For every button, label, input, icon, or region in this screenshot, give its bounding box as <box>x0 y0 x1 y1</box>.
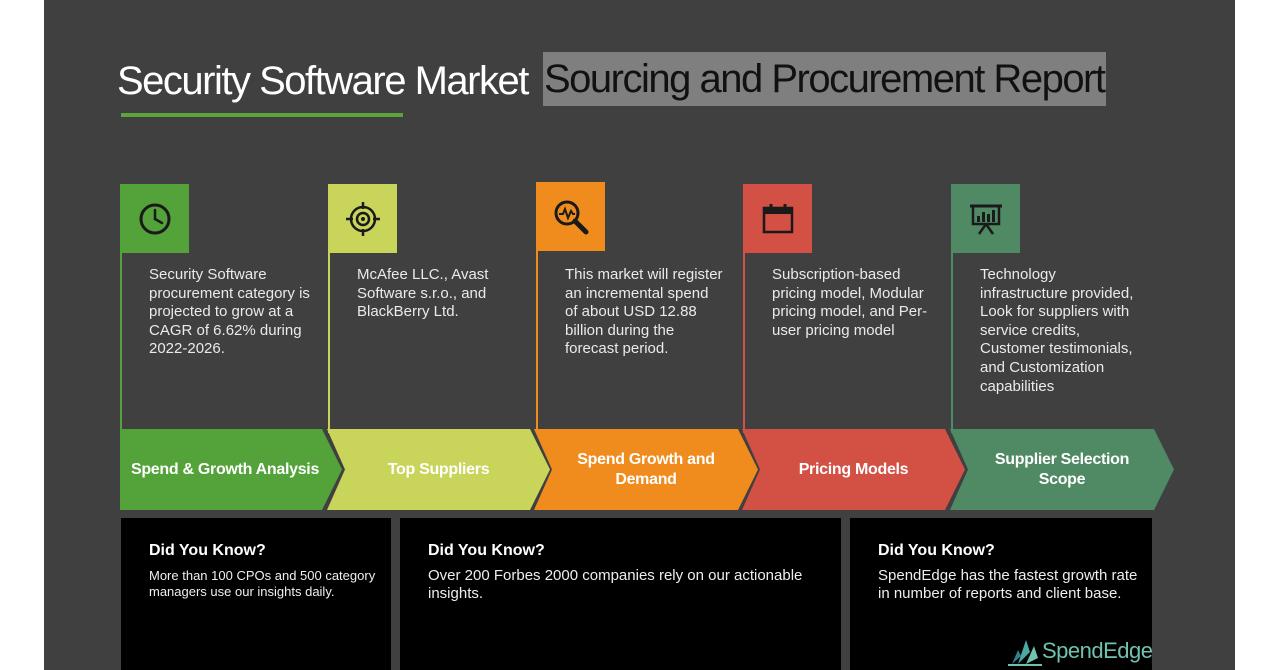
chevron-pricing-models: Pricing Models <box>742 429 965 510</box>
calendar-icon <box>743 184 812 253</box>
chevron-spend-growth-demand: Spend Growth and Demand <box>534 429 758 510</box>
chevron-label: Spend & Growth Analysis <box>130 460 320 478</box>
chevron-spend-growth-analysis: Spend & Growth Analysis <box>120 429 342 510</box>
column-connector-line <box>743 253 745 433</box>
spendedge-logo: SpendEdge <box>1008 636 1153 666</box>
fact-heading: Did You Know? <box>878 542 995 559</box>
column-connector-line <box>536 251 538 433</box>
fact-heading: Did You Know? <box>428 542 545 559</box>
clock-icon <box>120 184 189 253</box>
report-title: Security Software Market <box>117 59 529 103</box>
column-connector-line <box>951 253 953 433</box>
chevron-label: Top Suppliers <box>387 460 490 478</box>
magnifier-chart-icon <box>536 182 605 251</box>
column-connector-line <box>328 253 330 433</box>
infographic: Security Software Market Sourcing and Pr… <box>44 0 1235 670</box>
spendedge-logo-icon <box>1008 640 1042 666</box>
supplier-selection-text: Technology infrastructure provided, Look… <box>980 266 1134 395</box>
top-suppliers-text: McAfee LLC., Avast Software s.r.o., and … <box>357 266 489 321</box>
report-subtitle: Sourcing and Procurement Report <box>543 52 1106 106</box>
title-underline <box>121 113 403 117</box>
chevron-supplier-selection: Supplier Selection Scope <box>950 429 1174 510</box>
pricing-models-text: Subscription-based pricing model, Modula… <box>772 266 928 339</box>
fact-body: SpendEdge has the fastest growth rate in… <box>878 567 1138 602</box>
fact-body: More than 100 CPOs and 500 category mana… <box>149 568 376 599</box>
chevron-label: Spend Growth and Demand <box>577 450 715 488</box>
fact-heading: Did You Know? <box>149 542 266 559</box>
fact-box: Did You Know? Over 200 Forbes 2000 compa… <box>400 518 841 670</box>
logo-text: SpendEdge <box>1042 638 1153 663</box>
column-connector-line <box>120 253 122 433</box>
chevron-label: Supplier Selection Scope <box>994 450 1130 488</box>
fact-box: Did You Know? More than 100 CPOs and 500… <box>121 518 391 670</box>
fact-box: Did You Know? SpendEdge has the fastest … <box>850 518 1152 670</box>
fact-body: Over 200 Forbes 2000 companies rely on o… <box>428 567 803 602</box>
chevron-top-suppliers: Top Suppliers <box>327 429 550 510</box>
spend-growth-analysis-text: Security Software procurement category i… <box>149 266 310 358</box>
chevron-label: Pricing Models <box>798 460 909 478</box>
target-icon <box>328 184 397 253</box>
presentation-board-icon <box>951 184 1020 253</box>
spend-growth-demand-text: This market will register an incremental… <box>565 266 723 358</box>
